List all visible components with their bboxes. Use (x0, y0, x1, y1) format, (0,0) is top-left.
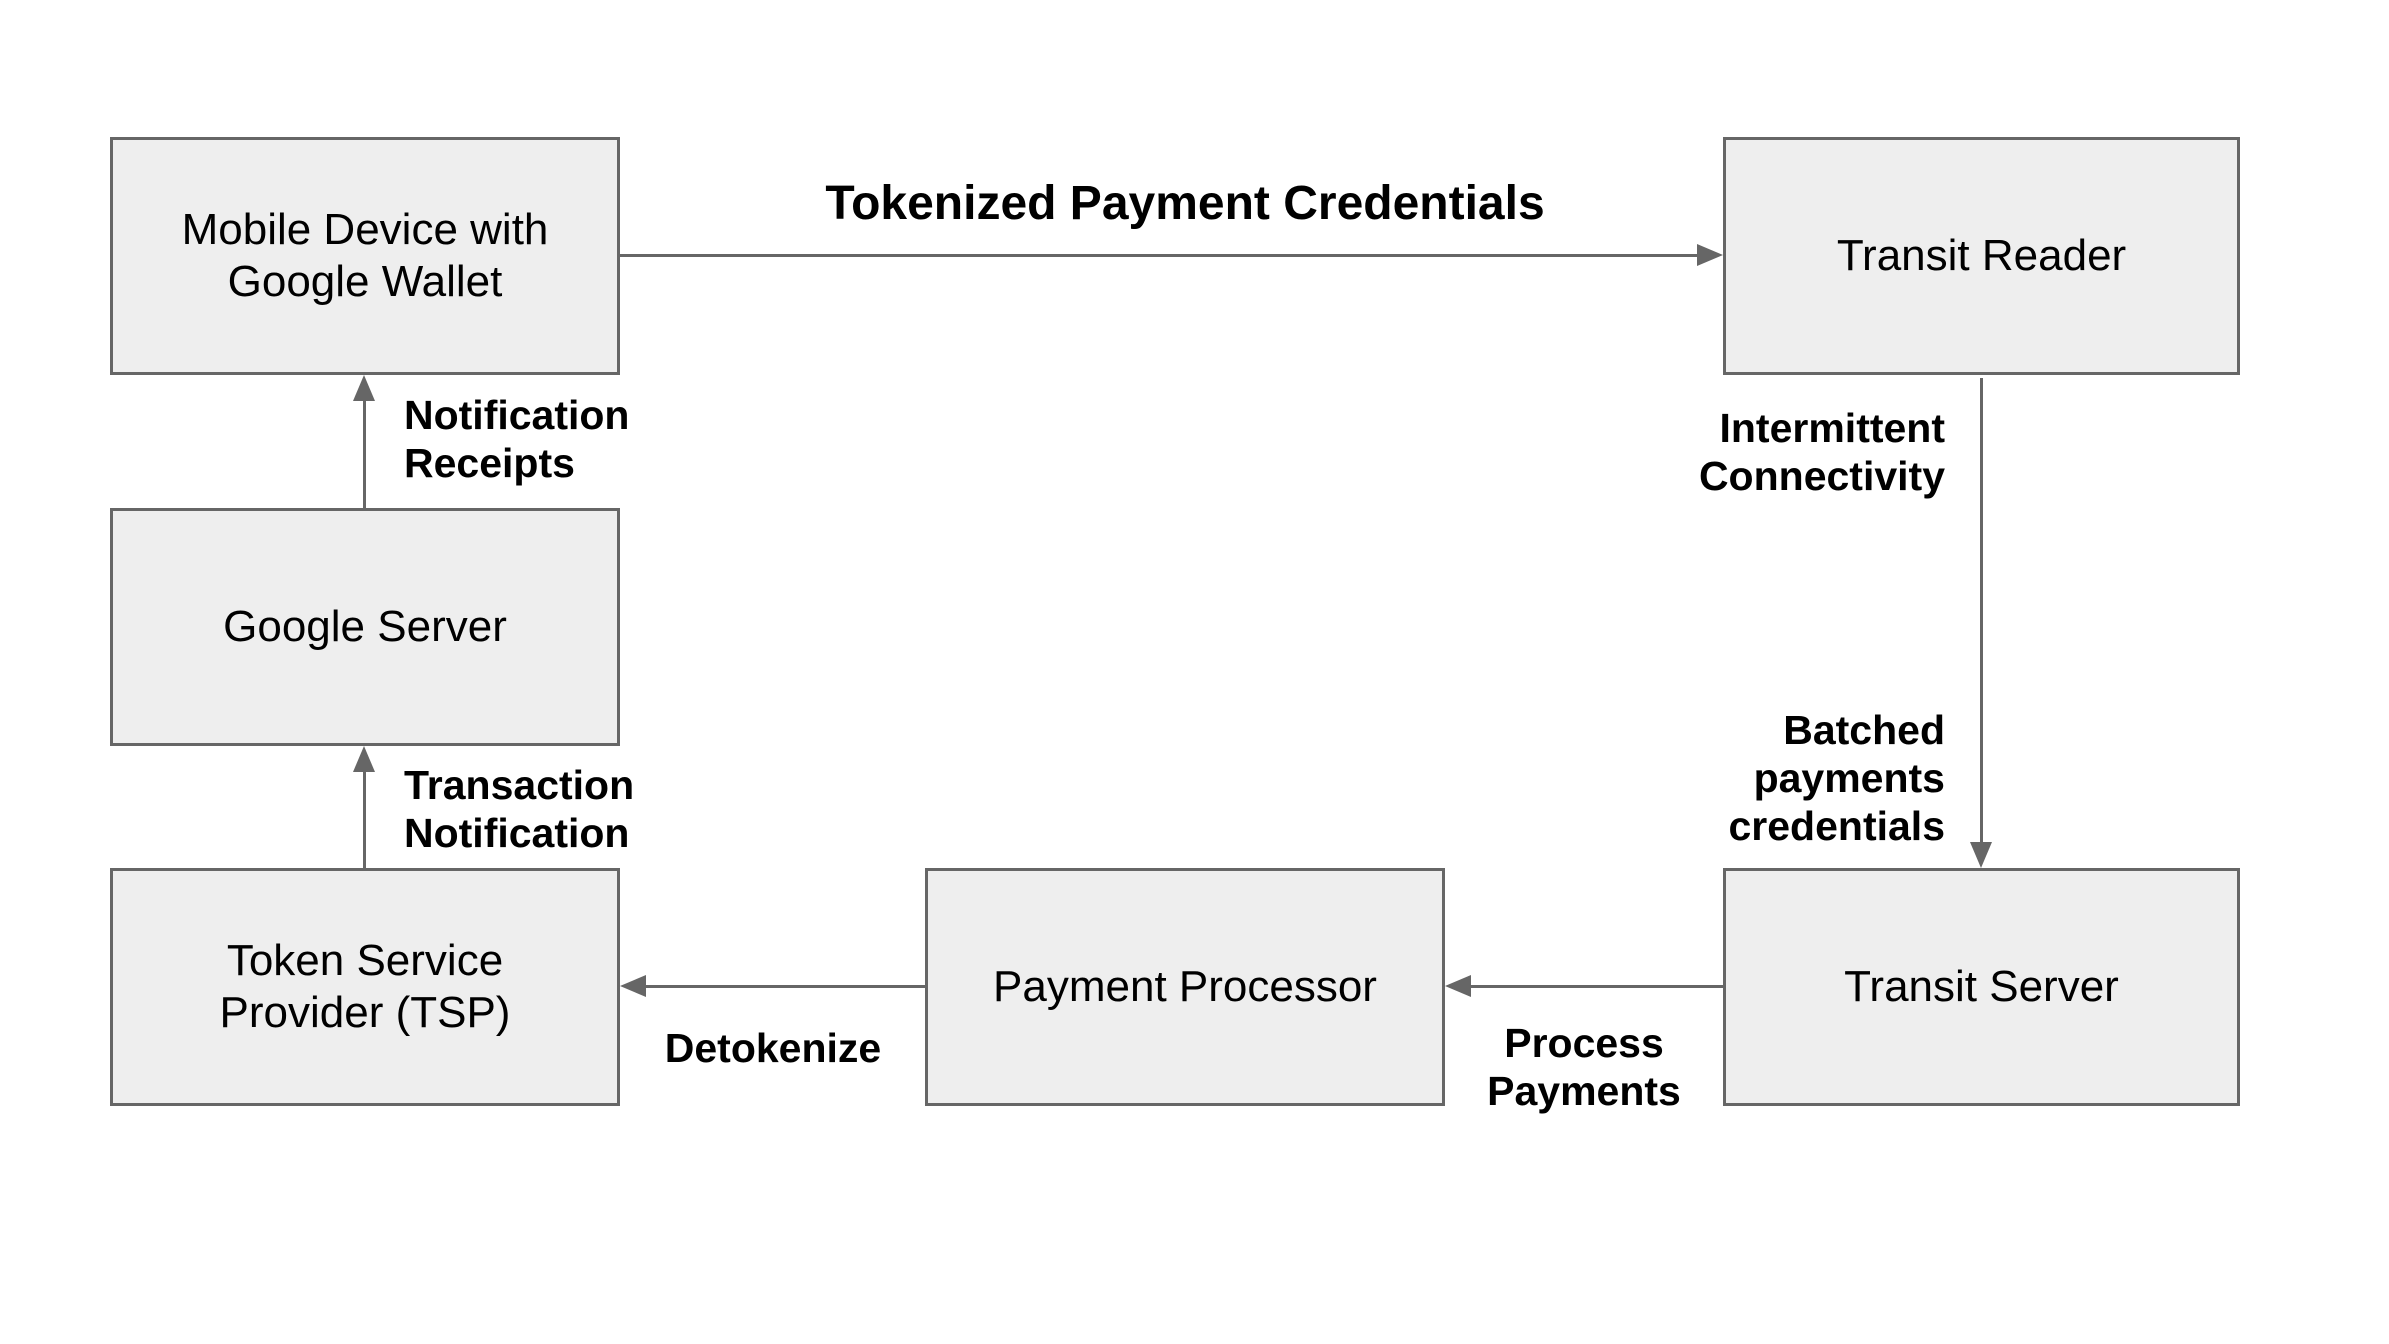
edge-label-tokenized-payment-credentials: Tokenized Payment Credentials (825, 177, 1545, 230)
node-payment-processor: Payment Processor (925, 868, 1445, 1106)
node-label: Transit Reader (1836, 231, 2127, 280)
arrow-tokenized-credentials-line (620, 254, 1702, 257)
node-transit-server: Transit Server (1723, 868, 2240, 1106)
node-google-server: Google Server (110, 508, 620, 746)
node-label: Payment Processor (993, 962, 1377, 1011)
node-label: Transit Server (1844, 962, 2119, 1011)
node-transit-reader: Transit Reader (1723, 137, 2240, 375)
edge-label-detokenize: Detokenize (664, 1025, 882, 1071)
node-label: Google Server (223, 602, 507, 651)
arrow-server-to-processor-line (1469, 985, 1723, 988)
arrow-processor-to-tsp-line (644, 985, 925, 988)
arrowhead-up-icon (353, 746, 375, 772)
arrowhead-down-icon (1970, 842, 1992, 868)
arrowhead-left-icon (620, 975, 646, 997)
arrowhead-left-icon (1445, 975, 1471, 997)
arrowhead-up-icon (353, 375, 375, 401)
arrow-reader-to-server-line (1980, 378, 1983, 846)
arrowhead-right-icon (1697, 244, 1723, 266)
arrow-tsp-to-google-line (363, 770, 366, 868)
arrow-google-to-mobile-line (363, 399, 366, 508)
